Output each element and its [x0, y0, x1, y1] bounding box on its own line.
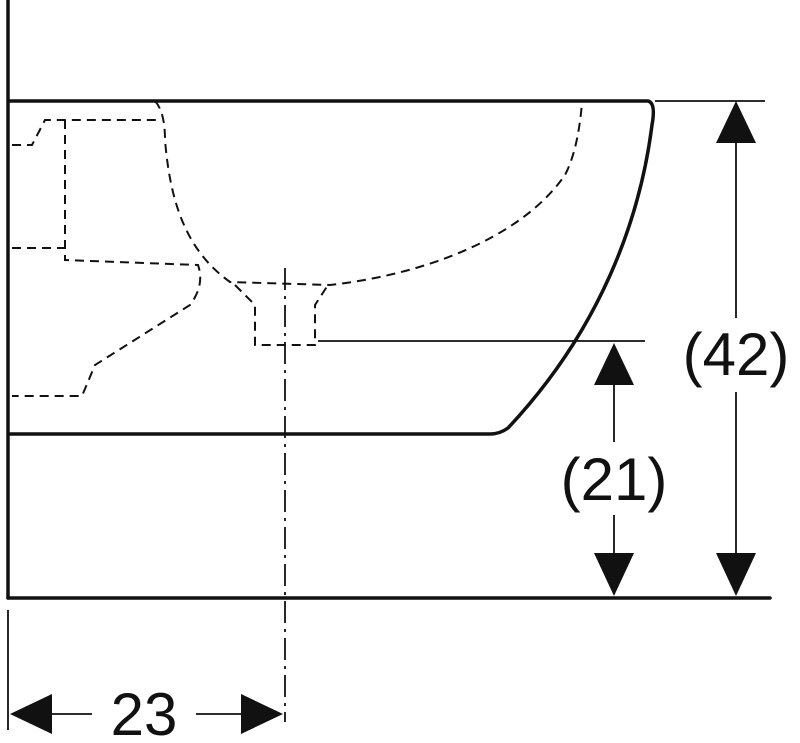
arrow-right-icon — [241, 694, 283, 734]
mount-hidden-contour — [12, 120, 202, 397]
arrow-up-icon — [594, 343, 634, 385]
dimension-outlet-height: (21) — [561, 343, 668, 596]
dimension-label-total-height: (42) — [683, 321, 790, 388]
bidet-outline — [8, 99, 656, 436]
dimension-total-height: (42) — [683, 101, 790, 596]
arrow-up-icon — [716, 101, 756, 143]
bowl-hidden-contour — [154, 100, 583, 287]
rear-hidden-contour — [12, 119, 160, 146]
arrow-down-icon — [594, 553, 634, 596]
dimension-wall-distance: 23 — [10, 681, 283, 743]
dimension-label-wall-distance: 23 — [111, 681, 178, 743]
outlet-hidden-contour — [234, 284, 329, 346]
dimension-label-outlet-height: (21) — [561, 446, 668, 513]
arrow-down-icon — [716, 553, 756, 596]
arrow-left-icon — [10, 694, 52, 734]
